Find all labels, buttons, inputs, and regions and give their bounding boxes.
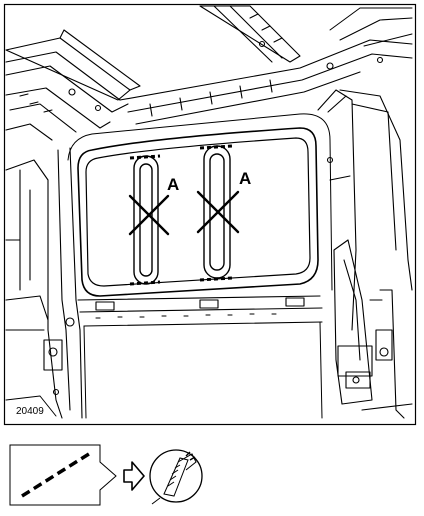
- roof-rail-left: [5, 29, 141, 141]
- roof-bow-center: [199, 5, 301, 63]
- pillar-left: [5, 147, 83, 419]
- dashed-weld-line-icon: [9, 444, 117, 506]
- arrow-right-icon: [123, 461, 145, 491]
- window-opening-outer: [77, 127, 319, 297]
- lower-panel: [83, 321, 323, 419]
- reference-number: 20409: [16, 406, 44, 417]
- rear-sill-detail: [5, 395, 57, 417]
- vehicle-body-structure: [5, 5, 413, 419]
- reinforcement-right: [199, 144, 233, 282]
- removal-cross-left: [128, 194, 170, 236]
- removal-cross-right: [196, 190, 240, 234]
- pillar-right-lower: [333, 239, 413, 419]
- window-opening-inner: [85, 137, 311, 287]
- reinforcement-left: [129, 154, 161, 286]
- part-label-right: A: [239, 169, 251, 188]
- roof-right: [329, 7, 413, 47]
- part-label-left: A: [167, 175, 179, 194]
- inner-panel-outline: [67, 113, 333, 291]
- lower-sill-rail: [77, 295, 323, 327]
- detail-magnifier-icon: [149, 449, 203, 505]
- illustration-frame: [3, 3, 417, 426]
- roof-cross-member: [119, 39, 413, 125]
- pillar-right: [317, 89, 413, 331]
